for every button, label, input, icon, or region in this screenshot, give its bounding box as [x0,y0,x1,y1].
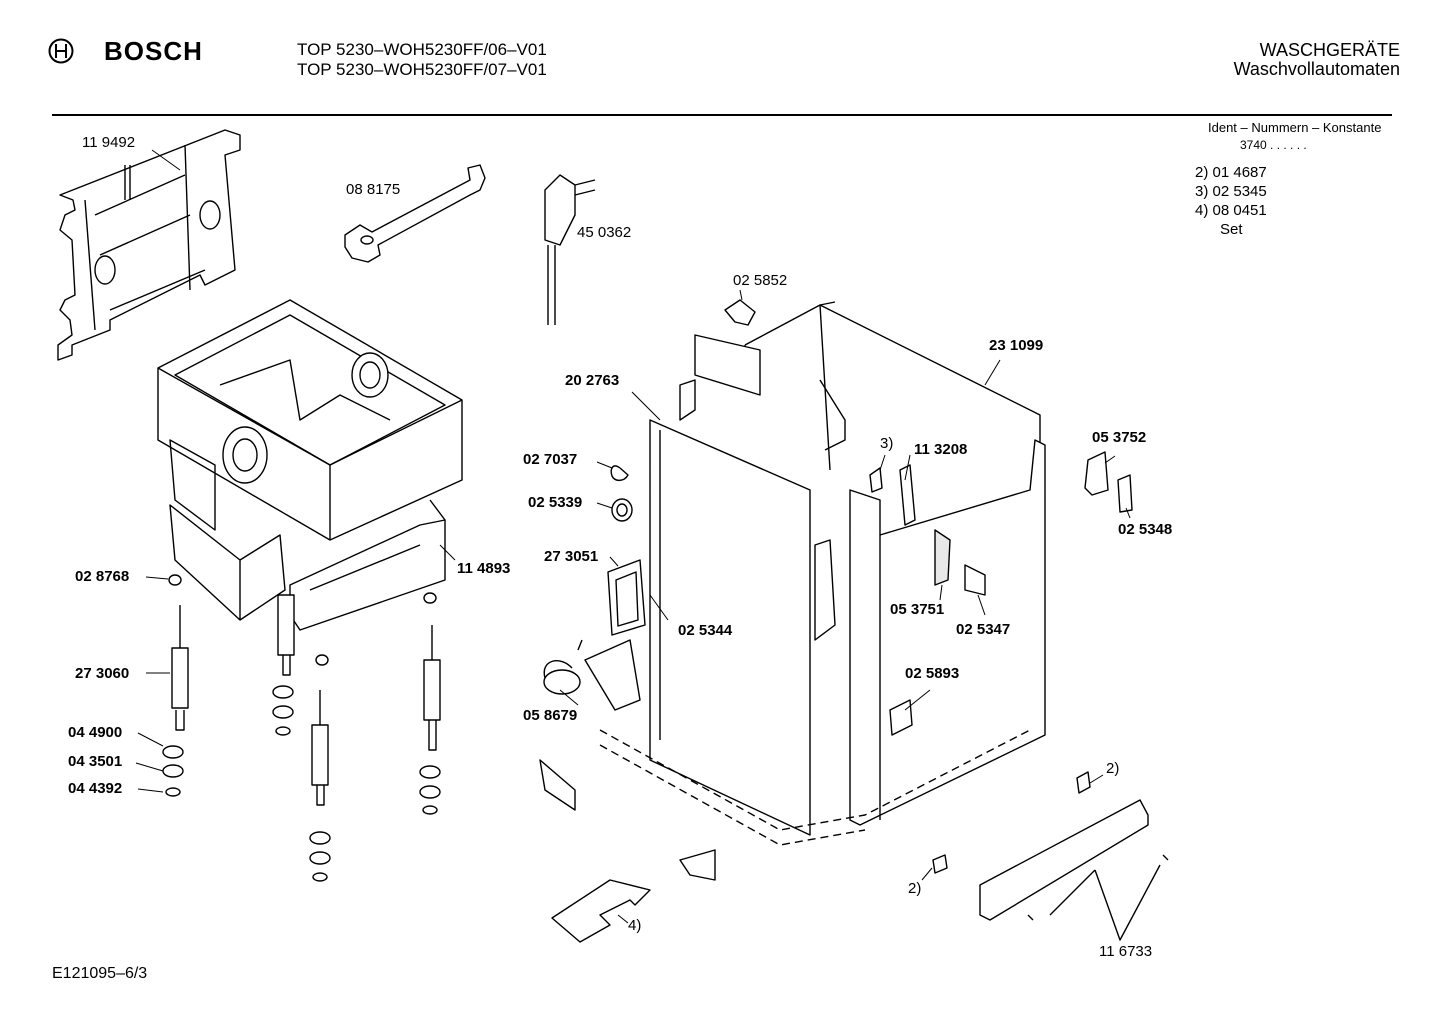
brand-name: BOSCH [104,36,203,66]
part-label-025893: 02 5893 [905,665,960,682]
footnote-mark-2-lower: 2) [908,880,922,897]
part-label-053751: 05 3751 [890,601,945,618]
part-label-043501: 04 3501 [68,753,123,770]
part-label-044392: 04 4392 [68,780,123,797]
subcategory-title: Waschvollautomaten [1233,59,1400,79]
part-label-044900: 04 4900 [68,724,123,741]
part-label-025344: 02 5344 [678,622,733,639]
part-label-088175: 08 8175 [346,181,401,198]
part-label-231099: 23 1099 [989,337,1044,354]
part-label-114893: 11 4893 [457,560,511,577]
part-label-028768: 02 8768 [75,568,130,585]
part-label-273051: 27 3051 [544,548,599,565]
power-cord-drawing [544,174,596,325]
bosch-logo-icon [48,38,74,64]
category-title: WASCHGERÄTE [1259,40,1400,60]
part-label-025852: 02 5852 [733,272,788,289]
part-label-450362: 45 0362 [577,224,632,241]
ident-note-4: 4) 08 0451 [1195,202,1267,219]
drawing-code: E121095–6/3 [52,965,148,982]
mounting-frame-drawing [57,129,241,361]
footnote-mark-3: 3) [880,435,894,452]
footnote-mark-4: 4) [628,917,642,934]
ident-note-2: 2) 01 4687 [1195,164,1267,181]
tub-drawing [157,299,463,631]
part-label-113208: 11 3208 [914,441,968,458]
ident-note-set: Set [1220,221,1243,238]
model-line-1: TOP 5230–WOH5230FF/06–V01 [297,40,547,59]
part-label-025339: 02 5339 [528,494,583,511]
footnote-mark-2-upper: 2) [1106,760,1120,777]
ident-title: Ident – Nummern – Konstante [1208,120,1382,135]
part-label-027037: 02 7037 [523,451,578,468]
kit-4-drawing [551,879,651,943]
header-divider [52,114,1392,116]
part-label-116733: 11 6733 [1099,943,1153,960]
cabinet-drawing [539,301,1133,881]
washers-drawing [162,685,441,882]
shock-absorbers-drawing [168,574,441,806]
part-label-119492: 11 9492 [82,134,136,151]
part-label-273060: 27 3060 [75,665,130,682]
clip-drawing [724,299,756,326]
ident-note-3: 3) 02 5345 [1195,183,1267,200]
part-label-053752: 05 3752 [1092,429,1147,446]
part-label-058679: 05 8679 [523,707,578,724]
part-label-025347: 02 5347 [956,621,1011,638]
wrench-drawing [344,164,486,263]
part-label-025348: 02 5348 [1118,521,1173,538]
ident-value: 3740 . . . . . . [1240,138,1307,152]
plinth-drawing [921,771,1169,941]
model-line-2: TOP 5230–WOH5230FF/07–V01 [297,60,547,79]
part-label-202763: 20 2763 [565,372,620,389]
